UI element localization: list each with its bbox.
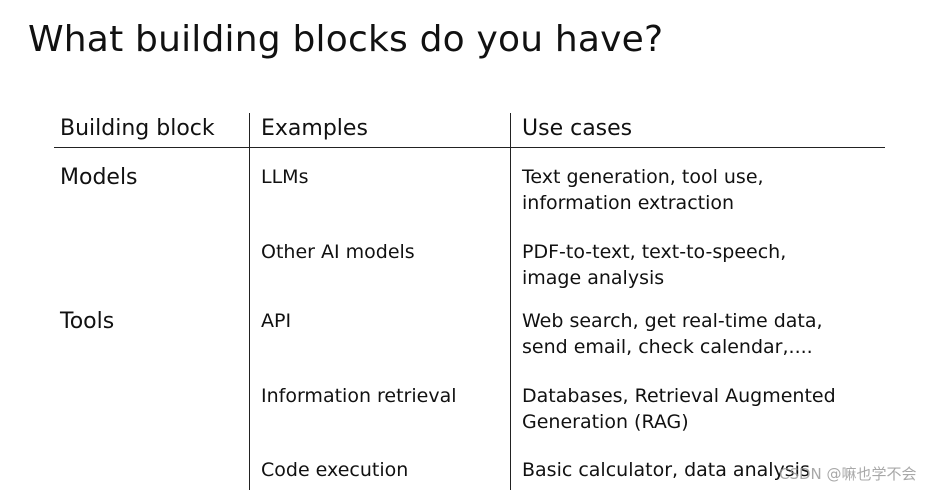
use-case-code-line1: Basic calculator, data analysis [522, 459, 810, 481]
block-tools: Tools [60, 309, 115, 334]
column-divider-2 [510, 113, 511, 490]
use-case-other-ai-line2: image analysis [522, 267, 665, 289]
use-case-retrieval-line2: Generation (RAG) [522, 411, 689, 433]
example-llms: LLMs [261, 166, 309, 188]
header-building-block: Building block [60, 116, 215, 141]
use-case-api-line2: send email, check calendar,.... [522, 336, 813, 358]
example-code-execution: Code execution [261, 459, 409, 481]
header-underline [54, 147, 885, 148]
column-divider-1 [249, 113, 250, 490]
block-models: Models [60, 165, 138, 190]
use-case-llms-line1: Text generation, tool use, [522, 166, 764, 188]
example-information-retrieval: Information retrieval [261, 385, 457, 407]
use-case-retrieval-line1: Databases, Retrieval Augmented [522, 385, 836, 407]
example-other-ai-models: Other AI models [261, 241, 415, 263]
use-case-llms-line2: information extraction [522, 192, 735, 214]
use-case-other-ai-line1: PDF-to-text, text-to-speech, [522, 241, 787, 263]
header-use-cases: Use cases [522, 116, 633, 141]
use-case-api-line1: Web search, get real-time data, [522, 310, 823, 332]
slide-title: What building blocks do you have? [28, 19, 664, 60]
csdn-watermark: CSDN @嘛也学不会 [779, 465, 917, 483]
header-examples: Examples [261, 116, 368, 141]
example-api: API [261, 310, 292, 332]
